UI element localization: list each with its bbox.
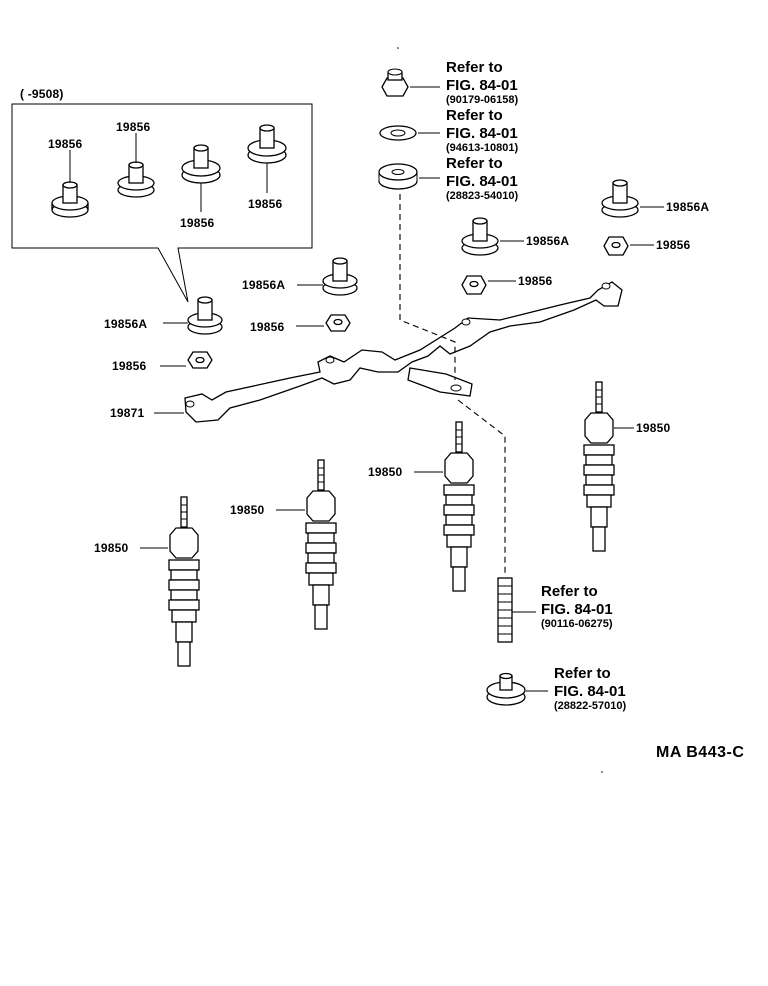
- callout-plug-left: 19850: [94, 541, 128, 555]
- inset-label-1: 19856: [48, 137, 82, 151]
- ref-5-part: (28822-57010): [554, 700, 627, 712]
- glow-plug-right: [583, 381, 634, 552]
- callout-bracket: 19871: [110, 406, 144, 420]
- ref-insulator-top: [378, 163, 440, 190]
- ref-1-fig: FIG. 84-01: [446, 77, 518, 94]
- nut-19856a-center: [461, 217, 524, 256]
- nut-19856-mid: [296, 314, 351, 332]
- ref-nut-top: [381, 68, 440, 97]
- callout-plug-center-left: 19850: [230, 503, 264, 517]
- callout-plug-right: 19850: [636, 421, 670, 435]
- callout-19856-left: 19856: [112, 359, 146, 373]
- ref-1-part: (90179-06158): [446, 94, 519, 106]
- ref-4-part: (90116-06275): [541, 618, 613, 630]
- ref-2-refer: Refer to: [446, 107, 503, 124]
- nut-19856a-left: [163, 296, 223, 335]
- ref-3-part: (28823-54010): [446, 190, 519, 202]
- date-range-label: ( -9508): [20, 87, 64, 101]
- callout-19856-center: 19856: [518, 274, 552, 288]
- ref-5-fig: FIG. 84-01: [554, 683, 626, 700]
- ref-2-part: (94613-10801): [446, 142, 519, 154]
- inset-nut-3: [181, 144, 221, 212]
- ref-washer-top: [379, 125, 440, 141]
- ref-3-fig: FIG. 84-01: [446, 173, 518, 190]
- connector-bracket-19871: [154, 281, 623, 423]
- inset-label-2: 19856: [116, 120, 150, 134]
- inset-nut-1: [51, 150, 89, 218]
- glow-plug-left: [140, 496, 200, 667]
- inset-label-3: 19856: [180, 216, 214, 230]
- inset-nut-4: [247, 124, 287, 193]
- inset-label-4: 19856: [248, 197, 282, 211]
- callout-19856-mid: 19856: [250, 320, 284, 334]
- ref-1-refer: Refer to: [446, 59, 503, 76]
- ref-insulator-bottom: [486, 672, 548, 706]
- nut-19856a-mid: [297, 257, 358, 296]
- callout-19856a-left: 19856A: [104, 317, 147, 331]
- ref-3-refer: Refer to: [446, 155, 503, 172]
- callout-19856a-right-top: 19856A: [666, 200, 709, 214]
- callout-19856a-mid: 19856A: [242, 278, 285, 292]
- callout-19856a-center: 19856A: [526, 234, 569, 248]
- glow-plug-center-left: [276, 459, 337, 630]
- inset-nut-2: [117, 133, 155, 198]
- ref-2-fig: FIG. 84-01: [446, 125, 518, 142]
- glow-plug-center: [414, 421, 475, 592]
- nut-19856-right: [603, 236, 654, 256]
- nut-19856-center: [461, 275, 516, 295]
- callout-plug-center: 19850: [368, 465, 402, 479]
- nut-19856a-right-top: [601, 179, 664, 218]
- ref-4-refer: Refer to: [541, 583, 598, 600]
- nut-19856-left: [160, 351, 213, 369]
- inset-callout-box: ( -9508): [11, 87, 313, 303]
- ref-5-refer: Refer to: [554, 665, 611, 682]
- diagram-code: MA B443-C: [656, 744, 744, 761]
- callout-19856-right: 19856: [656, 238, 690, 252]
- ref-4-fig: FIG. 84-01: [541, 601, 613, 618]
- ref-stud-bolt: [497, 577, 536, 643]
